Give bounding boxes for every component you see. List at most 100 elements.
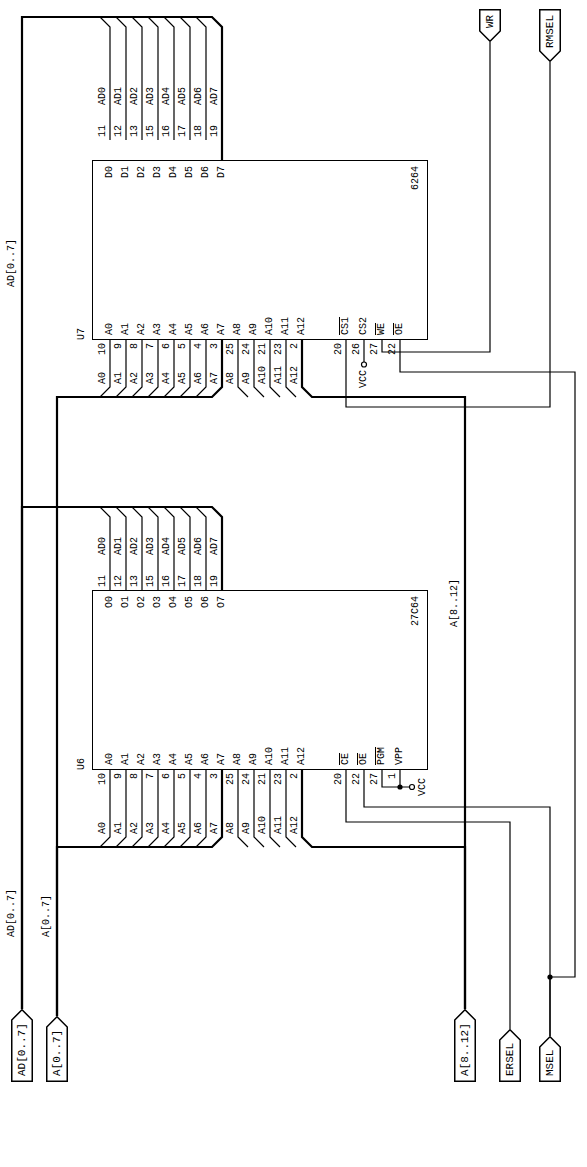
pin-name: O5 xyxy=(184,596,196,608)
pin-name: D0 xyxy=(104,166,116,178)
net-name: AD5 xyxy=(177,537,189,555)
net-name: AD1 xyxy=(113,87,125,105)
net-name: A7 xyxy=(209,372,221,384)
net-name: A2 xyxy=(129,822,141,834)
pin-number: 27 xyxy=(369,773,381,785)
net-name: A10 xyxy=(257,816,269,834)
net-name: A9 xyxy=(241,822,253,834)
pin-number: 8 xyxy=(129,343,141,349)
pin-name: A4 xyxy=(168,753,180,765)
port-shape xyxy=(540,1037,561,1082)
pin-number: 27 xyxy=(369,343,381,355)
pin-number: 7 xyxy=(145,343,157,349)
net-name: A0 xyxy=(97,372,109,384)
net-name: A8 xyxy=(225,372,237,384)
pin-name: A7 xyxy=(216,323,228,335)
pin-name: CE xyxy=(340,753,352,765)
pin-number: 2 xyxy=(289,343,301,349)
signal-wire xyxy=(382,42,490,352)
pin-number: 5 xyxy=(177,773,189,779)
net-name: AD2 xyxy=(129,87,141,105)
net-name: A2 xyxy=(129,372,141,384)
pin-name: WE xyxy=(376,323,388,335)
pin-name: A3 xyxy=(152,753,164,765)
net-name: A10 xyxy=(257,366,269,384)
pin-name: D5 xyxy=(184,166,196,178)
pin-number: 13 xyxy=(129,125,141,137)
pin-number: 26 xyxy=(351,343,363,355)
reference-designator: U7 xyxy=(76,328,88,340)
pin-number: 15 xyxy=(145,125,157,137)
bus-wire xyxy=(57,340,222,1016)
pin-name: VPP xyxy=(394,747,406,765)
pin-number: 19 xyxy=(209,125,221,137)
net-name: A1 xyxy=(113,822,125,834)
pin-wire xyxy=(116,770,126,847)
port-shape xyxy=(455,1010,476,1082)
pin-name: A6 xyxy=(200,753,212,765)
pin-name: A0 xyxy=(104,753,116,765)
power-symbol xyxy=(410,785,415,790)
pin-name: OE xyxy=(358,753,370,765)
port-connector: ERSEL xyxy=(499,1029,521,1082)
net-name: AD4 xyxy=(161,537,173,555)
power-label: VCC xyxy=(358,370,370,388)
pin-wire xyxy=(196,17,206,140)
pin-name: O3 xyxy=(152,596,164,608)
pin-name: A1 xyxy=(120,753,132,765)
pin-name: A11 xyxy=(280,317,292,335)
port-name: AD[0..7] xyxy=(11,1009,33,1082)
pin-name: A10 xyxy=(264,747,276,765)
pin-wire xyxy=(180,770,190,847)
bus-wire xyxy=(302,770,465,1009)
reference-designator: U6 xyxy=(76,758,88,770)
net-name: AD6 xyxy=(193,537,205,555)
pin-number: 11 xyxy=(97,575,109,587)
pin-number: 3 xyxy=(209,343,221,349)
pin-number: 22 xyxy=(387,343,399,355)
signal-wire xyxy=(364,770,550,1036)
pin-name: A1 xyxy=(120,323,132,335)
port-connector: A[0..7] xyxy=(46,1016,68,1082)
net-name: A11 xyxy=(273,366,285,384)
net-name: A0 xyxy=(97,822,109,834)
port-connector: MSEL xyxy=(539,1036,561,1082)
port-name: RMSEL xyxy=(539,9,561,62)
pin-number: 18 xyxy=(193,125,205,137)
net-name: A12 xyxy=(289,816,301,834)
port-name: WR xyxy=(479,9,501,42)
pin-wire xyxy=(148,17,158,140)
net-name: A3 xyxy=(145,822,157,834)
pin-wire xyxy=(132,17,142,140)
bus-label: A[0..7] xyxy=(41,895,53,937)
port-shape xyxy=(12,1010,33,1082)
pin-name: A8 xyxy=(232,323,244,335)
net-name: AD4 xyxy=(161,87,173,105)
pin-number: 6 xyxy=(161,773,173,779)
pin-wire xyxy=(100,17,110,140)
ic-chip: U6A0A1A2A3A4A5A6A7A8A9A10A11A12CEOEPGMVP… xyxy=(92,590,428,770)
pin-name: O2 xyxy=(136,596,148,608)
pin-number: 9 xyxy=(113,343,125,349)
port-connector: RMSEL xyxy=(539,9,561,62)
pin-number: 10 xyxy=(97,343,109,355)
power-symbol xyxy=(362,362,367,367)
pin-name: OE xyxy=(394,323,406,335)
pin-name: A8 xyxy=(232,753,244,765)
net-name: AD1 xyxy=(113,537,125,555)
pin-name: A10 xyxy=(264,317,276,335)
pin-number: 5 xyxy=(177,343,189,349)
pin-name: PGM xyxy=(376,747,388,765)
port-name: MSEL xyxy=(539,1036,561,1082)
pin-number: 17 xyxy=(177,575,189,587)
pin-name: A2 xyxy=(136,323,148,335)
pin-number: 17 xyxy=(177,125,189,137)
pin-number: 10 xyxy=(97,773,109,785)
pin-wire xyxy=(164,17,174,140)
net-name: AD0 xyxy=(97,87,109,105)
pin-name: D2 xyxy=(136,166,148,178)
pin-name: A9 xyxy=(248,323,260,335)
